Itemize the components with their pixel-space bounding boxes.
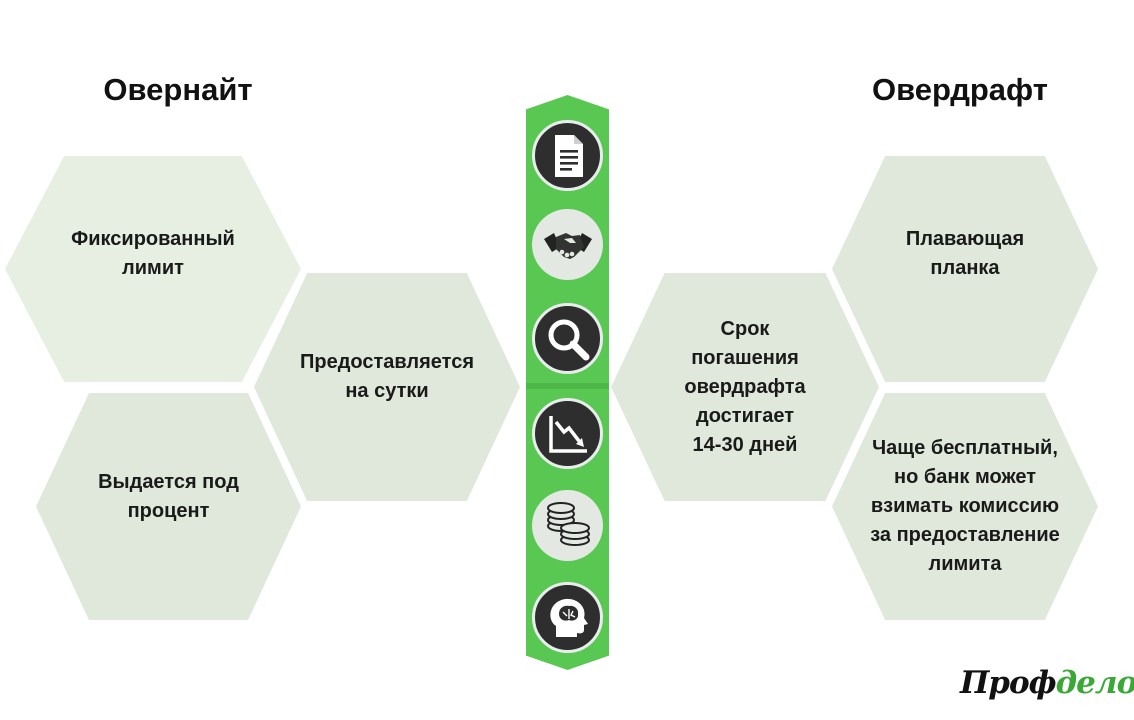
logo-part-1: Проф [960, 665, 1057, 701]
hex-daily: Предоставляется на сутки [254, 273, 520, 501]
hex-fixed-limit: Фиксированный лимит [5, 156, 301, 382]
title-overnight: Овернайт [103, 72, 253, 107]
title-overdraft: Овердрафт [872, 72, 1048, 107]
profdelo-logo: Профдело [960, 665, 1134, 701]
logo-part-2: дело [1055, 665, 1134, 701]
strip-band [526, 383, 609, 389]
coins-icon [532, 490, 603, 561]
hex-interest: Выдается под процент [36, 393, 301, 620]
hex-interest-text: Выдается под процент [98, 470, 239, 522]
hex-floating-text: Плавающая планка [905, 228, 1025, 279]
handshake-icon [532, 209, 603, 280]
magnifier-icon [532, 303, 603, 374]
document-icon [532, 120, 603, 191]
hex-fixed-limit-text: Фиксированный лимит [71, 228, 235, 279]
hex-term: Срок погашения овердрафта достигает 14-3… [611, 273, 879, 501]
hex-commission-text: Чаще бесплатный, но банк может взимать к… [870, 437, 1060, 575]
center-icon-strip [526, 95, 609, 670]
hex-floating: Плавающая планка [832, 156, 1098, 382]
hex-commission: Чаще бесплатный, но банк может взимать к… [832, 393, 1098, 620]
declining-chart-icon [532, 398, 603, 469]
brain-head-icon [532, 582, 603, 653]
hex-term-text: Срок погашения овердрафта достигает 14-3… [684, 317, 806, 456]
hex-daily-text: Предоставляется на сутки [300, 351, 474, 402]
